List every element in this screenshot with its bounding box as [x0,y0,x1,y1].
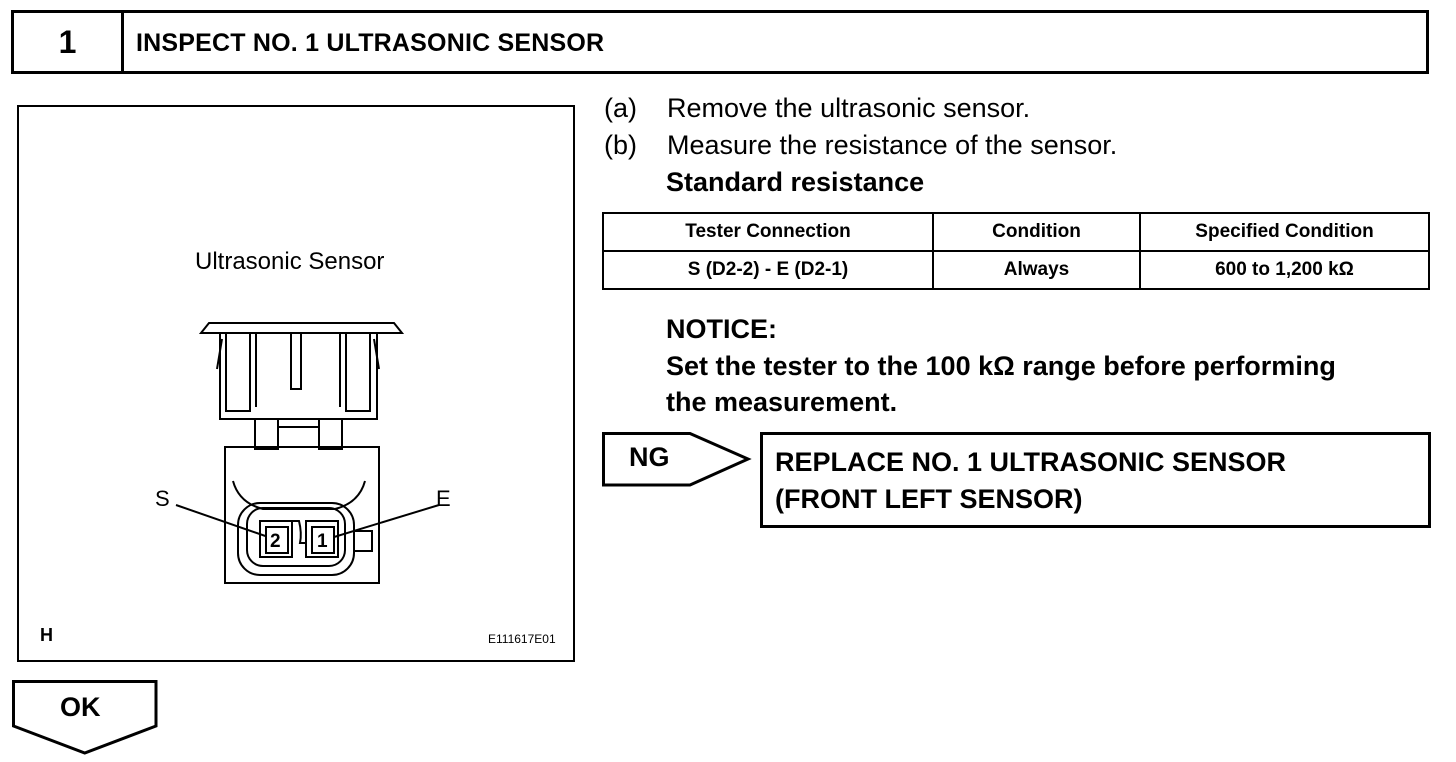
figure-code: E111617E01 [488,632,556,646]
table-header: Condition [932,212,1141,252]
terminal-e-label: E [436,486,451,511]
step-text: Measure the resistance of the sensor. [667,130,1118,160]
ng-arrow-icon [602,432,752,487]
table-row: S (D2-2) - E (D2-1) Always 600 to 1,200 … [602,250,1430,290]
pin-1-label: 1 [317,531,328,552]
step-text: Remove the ultrasonic sensor. [667,93,1031,123]
table-cell: Always [932,250,1141,290]
step-letter: (b) [604,130,637,160]
notice-line: Set the tester to the 100 kΩ range befor… [666,350,1336,381]
ng-action-line: REPLACE NO. 1 ULTRASONIC SENSOR [775,447,1287,477]
step-title: INSPECT NO. 1 ULTRASONIC SENSOR [136,29,605,57]
step-header: 1 INSPECT NO. 1 ULTRASONIC SENSOR [11,10,1429,74]
ng-action-box: REPLACE NO. 1 ULTRASONIC SENSOR (FRONT L… [760,432,1431,528]
notice-block: NOTICE: Set the tester to the 100 kΩ ran… [666,311,1336,421]
ok-arrow-icon [12,680,158,755]
table-header-row: Tester Connection Condition Specified Co… [602,212,1430,252]
ng-branch-arrow: NG [602,432,752,493]
step-number: 1 [14,13,124,71]
standard-resistance-label: Standard resistance [666,167,925,197]
step-letter: (a) [604,93,637,123]
ng-label: NG [629,442,670,472]
sensor-illustration: Ultrasonic Sensor [17,105,575,662]
figure-corner-letter: H [40,625,53,645]
table-cell: S (D2-2) - E (D2-1) [602,250,934,290]
pin-2-label: 2 [270,531,281,552]
ng-action-line: (FRONT LEFT SENSOR) [775,484,1083,514]
spec-table: Tester Connection Condition Specified Co… [602,212,1430,290]
table-header: Tester Connection [602,212,934,252]
terminal-s-label: S [155,486,170,511]
notice-heading: NOTICE: [666,314,777,344]
ok-label: OK [60,692,101,722]
table-header: Specified Condition [1139,212,1430,252]
ultrasonic-sensor-drawing: 2 1 S E [155,322,451,584]
ok-branch-arrow: OK [12,680,160,761]
table-cell: 600 to 1,200 kΩ [1139,250,1430,290]
notice-line: the measurement. [666,387,898,417]
figure-title: Ultrasonic Sensor [195,248,385,275]
